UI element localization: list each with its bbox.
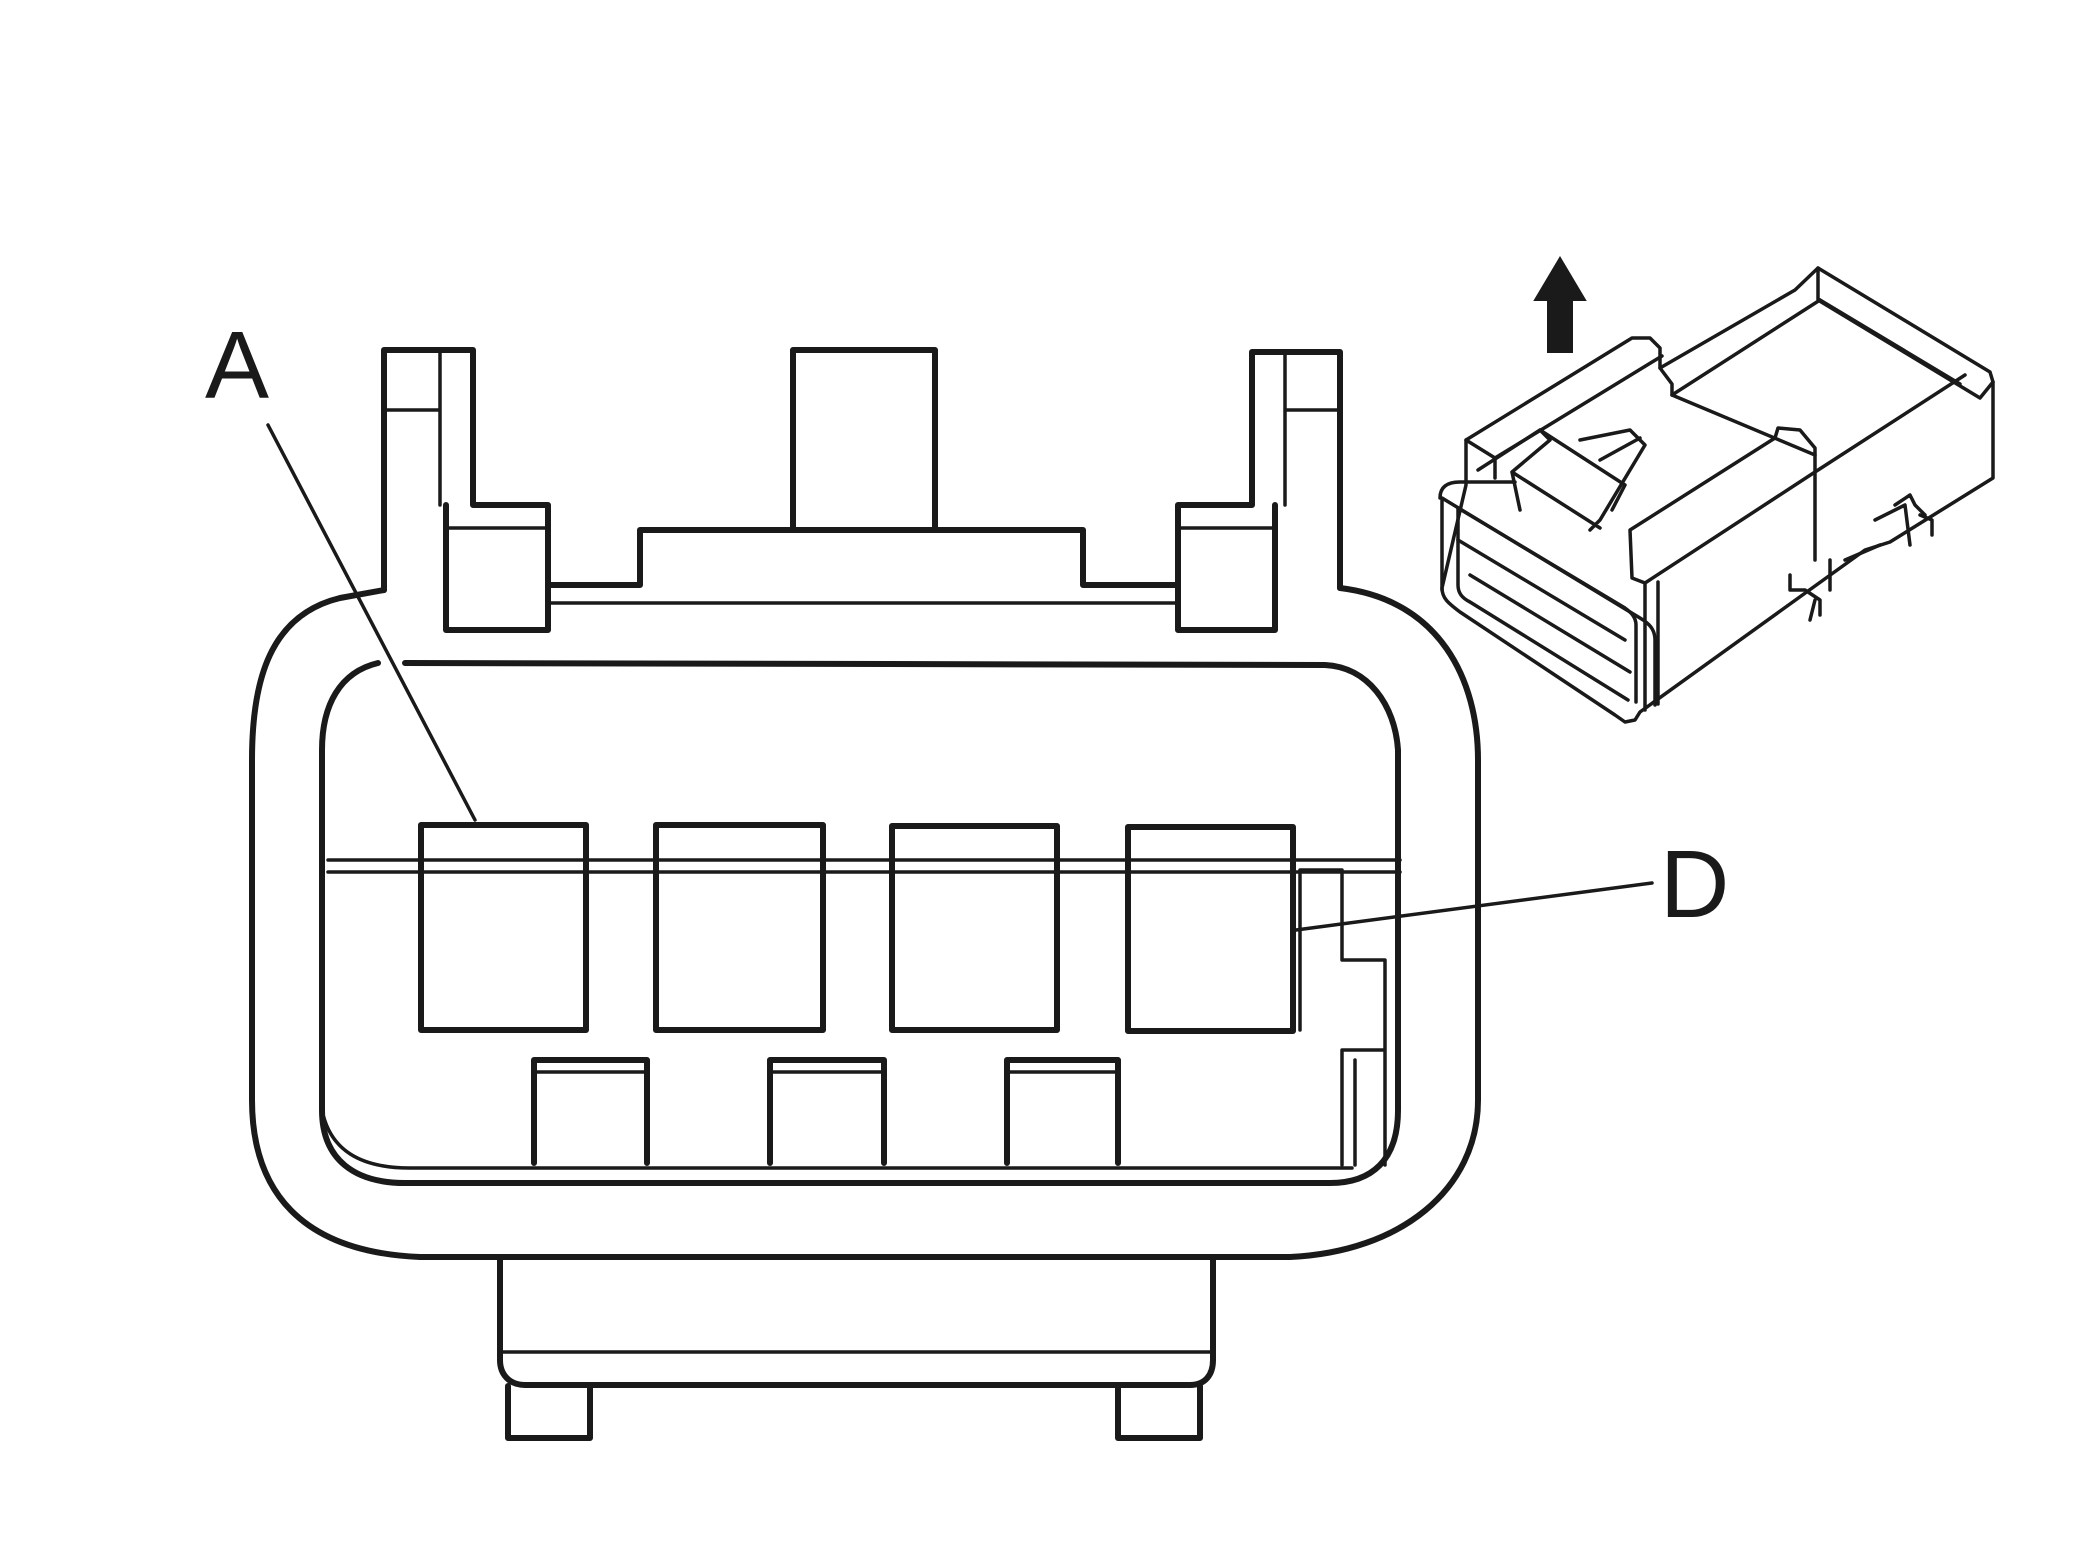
- iso-front-frame: [1440, 496, 1657, 707]
- right-latch: [1175, 349, 1343, 633]
- terminal-cavity-d: [1125, 824, 1296, 1034]
- bottom-foot-right: [1115, 1383, 1203, 1441]
- lower-key-2: [767, 1057, 887, 1166]
- lower-key-3: [1004, 1057, 1121, 1166]
- callout-d-leader: [1294, 881, 1654, 932]
- callout-d: D: [1294, 831, 1729, 938]
- bottom-foot-left: [505, 1383, 593, 1441]
- bottom-base: [497, 1255, 1216, 1388]
- callout-a: A: [205, 312, 477, 822]
- inner-cavity-inset: [320, 1108, 1354, 1170]
- iso-latch: [1476, 428, 1647, 532]
- terminal-cavity-a: [418, 822, 589, 1033]
- iso-shoulder-left: [1464, 354, 1674, 480]
- side-rib: [1298, 868, 1387, 1167]
- iso-front-opening: [1456, 506, 1638, 704]
- lower-key-1: [531, 1057, 650, 1166]
- arrow-up-icon: [1533, 256, 1587, 353]
- iso-top-ridges: [1670, 266, 1995, 562]
- iso-side-detail: [1788, 493, 1934, 622]
- iso-inner-shelf: [1456, 538, 1632, 674]
- connector-face-view: [249, 347, 1481, 1441]
- iso-shoulder-right: [1628, 426, 1817, 712]
- terminal-cavity-c: [889, 823, 1060, 1033]
- callout-a-label: A: [205, 312, 269, 419]
- terminal-rail: [326, 858, 1402, 874]
- callout-a-leader: [266, 423, 477, 822]
- terminal-cavity-b: [653, 822, 826, 1033]
- center-tab: [790, 347, 938, 533]
- right-latch-inner: [1176, 352, 1340, 530]
- inner-cavity: [319, 660, 1401, 1186]
- callout-d-label: D: [1660, 831, 1729, 938]
- iso-body-outline: [1438, 266, 1995, 724]
- connector-isometric-view: [1438, 256, 1995, 724]
- left-latch-inner: [384, 350, 550, 530]
- left-latch: [381, 347, 551, 633]
- top-ridge: [545, 527, 1181, 588]
- outer-housing: [249, 585, 1481, 1260]
